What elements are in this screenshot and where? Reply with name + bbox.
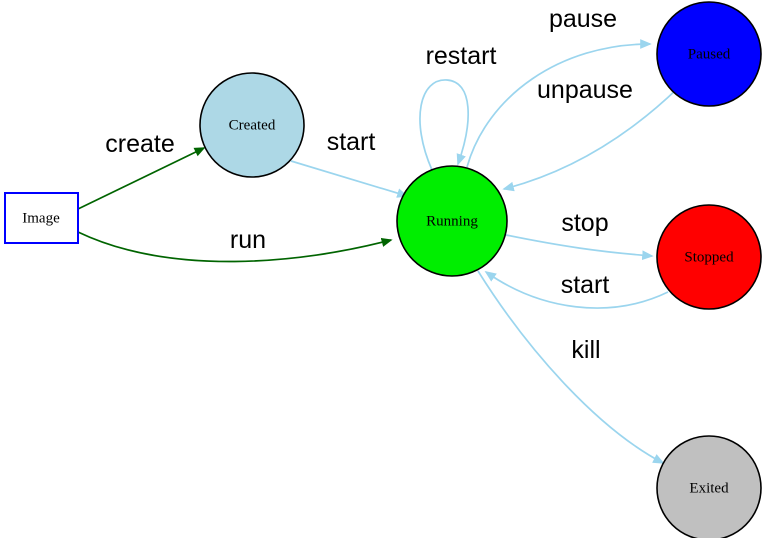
edge-label-stop: stop	[561, 209, 608, 237]
edge-label-restart: restart	[426, 42, 497, 70]
edge-label-run: run	[230, 226, 266, 254]
edge-label-start-created: start	[327, 128, 376, 156]
edge-stop-path	[505, 234, 654, 261]
node-stopped[interactable]: Stopped	[656, 204, 762, 310]
edge-create: create	[77, 130, 206, 210]
edge-pause-path	[466, 39, 652, 168]
node-running[interactable]: Running	[396, 165, 508, 277]
edge-run-path	[77, 231, 393, 263]
edge-start-created-running: start	[290, 128, 409, 198]
node-created-shape[interactable]	[199, 72, 305, 178]
edge-run: run	[77, 226, 393, 263]
edge-create-path	[77, 147, 206, 210]
node-running-shape[interactable]	[396, 165, 508, 277]
edge-start-stopped-running: start	[484, 271, 669, 309]
node-image[interactable]: Image	[4, 192, 79, 244]
edge-label-kill: kill	[571, 336, 600, 364]
node-created[interactable]: Created	[199, 72, 305, 178]
edge-label-unpause: unpause	[537, 76, 633, 104]
node-image-shape[interactable]	[4, 192, 79, 244]
edge-stop: stop	[505, 209, 654, 261]
edge-restart-self-loop: restart	[419, 42, 497, 171]
edge-unpause-path	[502, 87, 679, 192]
edge-kill-path	[477, 270, 665, 464]
node-exited[interactable]: Exited	[656, 435, 762, 538]
node-paused-shape[interactable]	[656, 1, 762, 107]
node-stopped-shape[interactable]	[656, 204, 762, 310]
edge-kill: kill	[477, 270, 665, 464]
edge-unpause: unpause	[502, 76, 679, 192]
edge-restart-path	[419, 79, 469, 171]
node-paused[interactable]: Paused	[656, 1, 762, 107]
edge-label-create: create	[105, 130, 174, 158]
edge-start1-path	[290, 160, 409, 198]
node-exited-shape[interactable]	[656, 435, 762, 538]
edge-pause: pause	[466, 5, 652, 168]
edge-label-pause: pause	[549, 5, 617, 33]
edge-label-start-stopped: start	[561, 271, 610, 299]
edge-start2-path	[484, 271, 669, 309]
